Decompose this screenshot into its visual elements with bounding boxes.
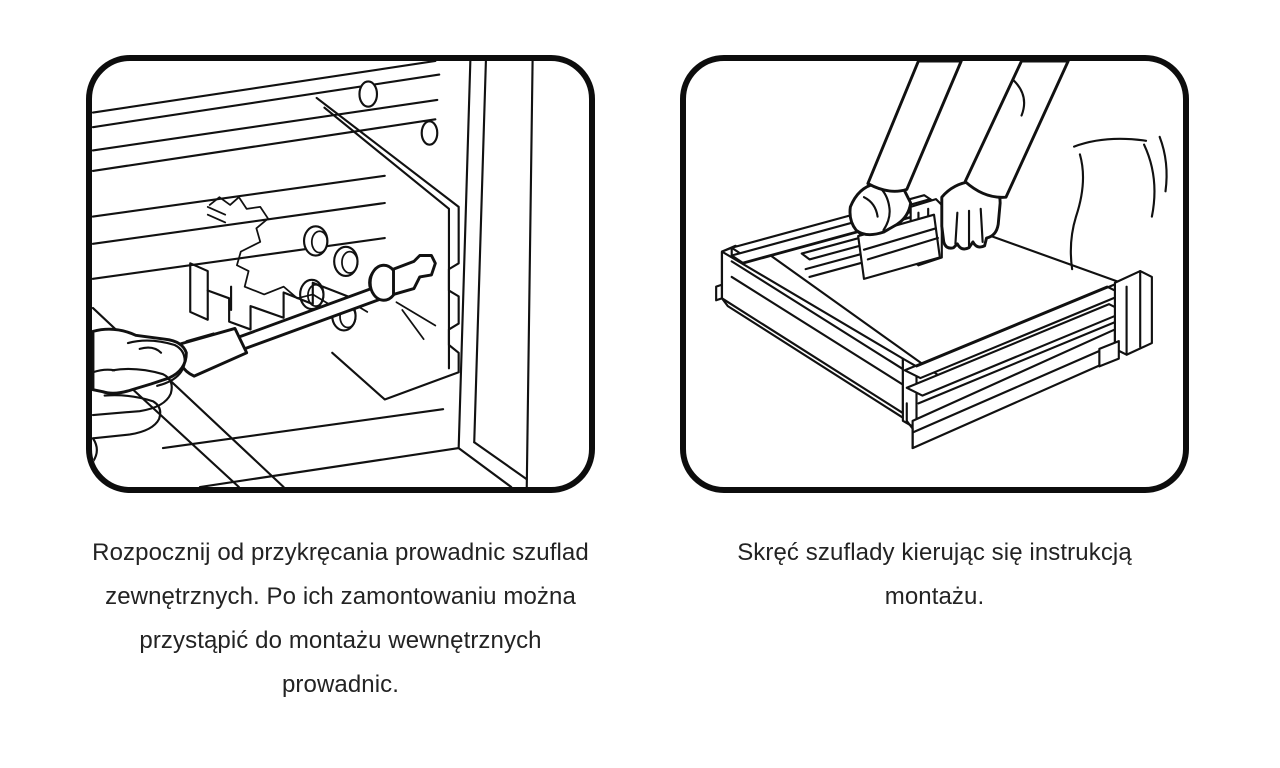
steps-row: Rozpocznij od przykręcania prowadnic szu… bbox=[0, 0, 1280, 707]
step-1: Rozpocznij od przykręcania prowadnic szu… bbox=[0, 0, 640, 707]
drawer-slide-screwing-illustration bbox=[86, 55, 595, 493]
step-2-caption: Skręć szuflady kierując się instrukcją m… bbox=[737, 539, 1132, 610]
drawer-box-assembly-illustration bbox=[680, 55, 1189, 493]
step-2: Skręć szuflady kierując się instrukcją m… bbox=[640, 0, 1280, 619]
step-1-caption: Rozpocznij od przykręcania prowadnic szu… bbox=[92, 539, 589, 698]
